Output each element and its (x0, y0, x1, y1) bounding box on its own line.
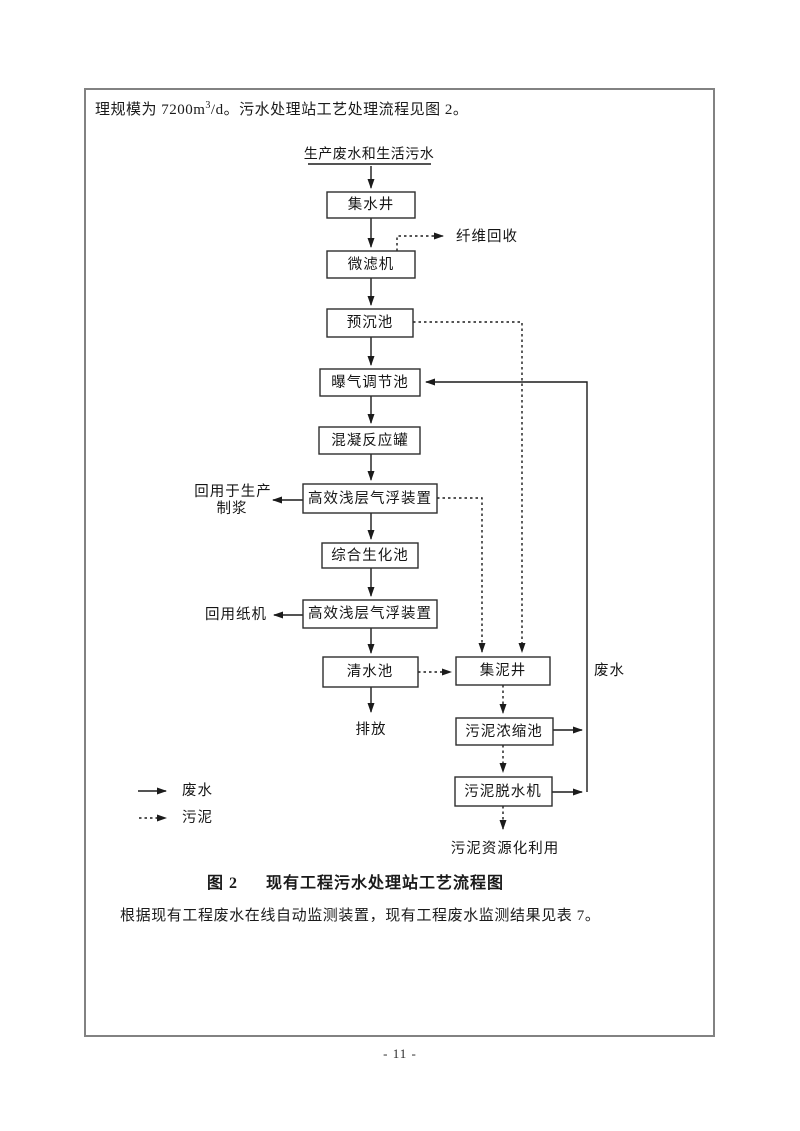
figure-number: 图 2 (207, 875, 239, 892)
legend-dashed-label: 污泥 (182, 809, 213, 826)
node-label: 高效浅层气浮装置 (308, 605, 432, 622)
intro-superscript: 3 (205, 100, 211, 111)
reuse-pulp-label-line2: 制浆 (217, 499, 248, 517)
intro-text-suffix: /d。污水处理站工艺处理流程见图 2。 (210, 102, 469, 118)
node-coagulation-reaction-tank: 混凝反应罐 (318, 426, 421, 455)
node-box (302, 483, 438, 514)
node-collection-well: 集水井 (326, 191, 416, 219)
node-clear-water-tank: 清水池 (322, 656, 419, 688)
node-shallow-air-flotation-2: 高效浅层气浮装置 (302, 599, 438, 629)
node-box (326, 308, 414, 338)
wastewater-line-label: 废水 (594, 662, 625, 679)
node-box (322, 656, 419, 688)
node-label: 集水井 (348, 196, 395, 213)
reuse-paper-label: 回用纸机 (205, 606, 267, 623)
dashed-sludge-arrows (396, 232, 526, 830)
node-box (319, 368, 421, 397)
sludge-reuse-label: 污泥资源化利用 (451, 840, 560, 857)
fiber-recovery-label: 纤维回收 (456, 228, 518, 245)
node-label: 污泥浓缩池 (465, 723, 543, 740)
solid-flow-arrows (272, 166, 588, 796)
sludge-arrow-microfilter-to-fiber-recovery (396, 232, 444, 251)
flowchart-nodes: 集水井 微滤机 预沉池 曝气调节池 混凝反应罐 高效浅层气浮装置 (302, 191, 554, 807)
node-sludge-dewatering-machine: 污泥脱水机 (454, 776, 553, 807)
node-shallow-air-flotation-1: 高效浅层气浮装置 (302, 483, 438, 514)
node-box (302, 599, 438, 629)
node-label: 曝气调节池 (331, 374, 409, 391)
node-label: 高效浅层气浮装置 (308, 490, 432, 507)
node-box (455, 717, 554, 746)
node-label: 污泥脱水机 (464, 783, 542, 800)
page-border-frame (84, 88, 715, 1037)
node-sludge-thickening-tank: 污泥浓缩池 (455, 717, 554, 746)
page-number: - 11 - (383, 1046, 417, 1061)
figure-caption: 图 2 现有工程污水处理站工艺流程图 (207, 869, 504, 893)
flowchart-annotations: 纤维回收 回用于生产 制浆 回用纸机 排放 废水 污泥资源化利用 (194, 228, 625, 857)
node-microfilter: 微滤机 (326, 250, 416, 279)
node-presedimentation-tank: 预沉池 (326, 308, 414, 338)
node-aeration-regulation-tank: 曝气调节池 (319, 368, 421, 397)
node-box (318, 426, 421, 455)
node-label: 预沉池 (347, 314, 394, 331)
sludge-arrow-flotation1-to-sludge-well (437, 497, 486, 653)
node-label: 综合生化池 (331, 547, 409, 564)
body-paragraph: 根据现有工程废水在线自动监测装置，现有工程废水监测结果见表 7。 (120, 908, 601, 924)
flow-arrow-wastewater-return-to-aeration (425, 378, 588, 792)
node-integrated-biochemical-tank: 综合生化池 (321, 542, 419, 569)
node-label: 混凝反应罐 (331, 431, 409, 449)
reuse-pulp-label-line1: 回用于生产 (194, 483, 272, 500)
discharge-label: 排放 (356, 721, 387, 738)
figure-title: 现有工程污水处理站工艺流程图 (266, 875, 505, 892)
node-box (455, 656, 551, 686)
node-label: 集泥井 (480, 662, 527, 679)
legend-solid-label: 废水 (182, 782, 213, 799)
intro-paragraph: 理规模为 7200m3/d。污水处理站工艺处理流程见图 2。 (95, 99, 695, 122)
intro-text-prefix: 理规模为 7200m (95, 102, 206, 118)
node-sludge-collection-well: 集泥井 (455, 656, 551, 686)
source-label: 生产废水和生活污水 (304, 147, 435, 163)
flowchart-legend: 废水 污泥 (138, 782, 213, 826)
node-box (326, 191, 416, 219)
node-box (326, 250, 416, 279)
node-box (454, 776, 553, 807)
node-box (321, 542, 419, 569)
node-label: 清水池 (347, 663, 394, 680)
node-label: 微滤机 (348, 256, 395, 273)
